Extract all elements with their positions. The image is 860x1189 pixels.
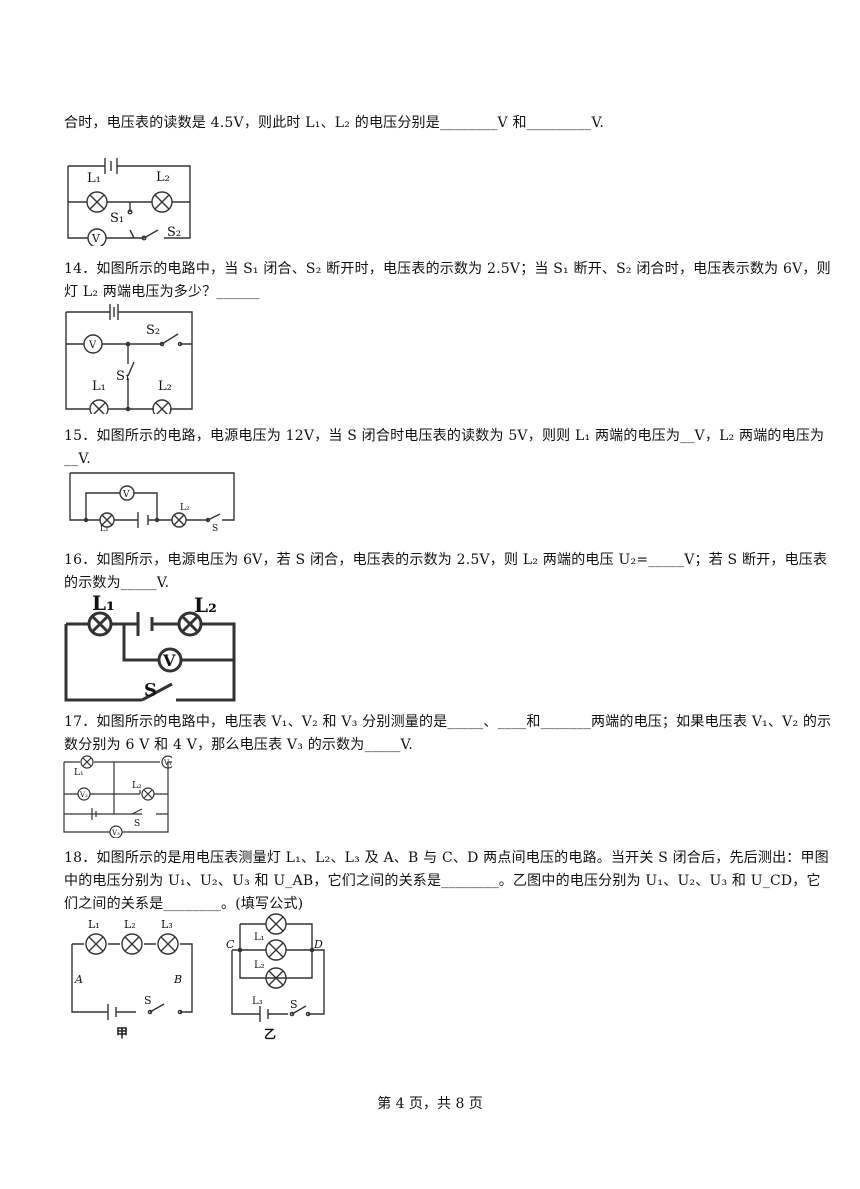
figure-16-circuit: L₁ L₂ V S (64, 591, 236, 702)
fig14-label-s2: S₂ (146, 323, 160, 338)
fig17-label-v2: V₂ (79, 791, 88, 799)
question-18: 18．如图所示的是用电压表测量灯 L₁、L₂、L₃ 及 A、B 与 C、D 两点… (64, 847, 834, 916)
fig14-label-v: V (88, 340, 97, 351)
fig14-label-l1: L₁ (92, 379, 106, 394)
question-15: 15．如图所示的电路，电源电压为 12V，当 S 闭合时电压表的读数为 5V，则… (64, 425, 834, 471)
question-17: 17．如图所示的电路中，电压表 V₁、V₂ 和 V₃ 分别测量的是_____、_… (64, 711, 834, 757)
question-13-tail: 合时，电压表的读数是 4.5V，则此时 L₁、L₂ 的电压分别是________… (64, 112, 834, 135)
figure-18-yi-circuit: C D L₁ L₂ L₃ S 乙 (226, 913, 325, 1041)
fig16-label-l2: L₂ (194, 593, 217, 617)
q17-text: 17．如图所示的电路中，电压表 V₁、V₂ 和 V₃ 分别测量的是_____、_… (64, 714, 832, 753)
fig13-label-s1: S₁ (110, 211, 124, 226)
fig13-label-l2: L₂ (156, 170, 170, 185)
fig13-label-s2: S₂ (167, 225, 181, 240)
fig13-label-l1: L₁ (87, 171, 101, 186)
q15-text: 15．如图所示的电路，电源电压为 12V，当 S 闭合时电压表的读数为 5V，则… (64, 428, 825, 467)
question-16: 16．如图所示，电源电压为 6V，若 S 闭合，电压表的示数为 2.5V，则 L… (64, 549, 834, 595)
figure-13-circuit: L₁ L₂ S₁ S₂ V (67, 158, 191, 246)
figure-14-circuit: V S₂ S₁ L₁ L₂ (65, 304, 193, 414)
fig18b-label-d: D (313, 938, 323, 951)
page-footer: 第 4 页，共 8 页 (377, 1096, 483, 1112)
question-14: 14．如图所示的电路中，当 S₁ 闭合、S₂ 断开时，电压表的示数为 2.5V；… (64, 258, 834, 304)
figure-15-circuit: V L₁ L₂ S (69, 472, 235, 531)
fig16-label-l1: L₁ (92, 591, 115, 615)
fig18b-label-s: S (290, 998, 298, 1011)
fig18b-label-c: C (226, 938, 235, 951)
fig18b-label-l1: L₁ (254, 932, 265, 943)
fig18a-label-s: S (144, 994, 152, 1007)
fig17-label-s: S (134, 819, 140, 829)
q18-text: 18．如图所示的是用电压表测量灯 L₁、L₂、L₃ 及 A、B 与 C、D 两点… (64, 850, 829, 912)
q16-text: 16．如图所示，电源电压为 6V，若 S 闭合，电压表的示数为 2.5V，则 L… (64, 552, 828, 591)
fig15-label-l2: L₂ (180, 503, 190, 513)
figure-17-circuit: V₁ V₂ V₃ L₁ L₂ S (63, 755, 172, 838)
fig13-label-v: V (91, 232, 101, 245)
fig15-label-l1: L₁ (100, 524, 109, 531)
fig17-label-v1: V₁ (163, 759, 172, 767)
fig18a-label-a: A (74, 973, 83, 986)
fig17-label-v3: V₃ (111, 829, 120, 837)
fig14-label-s1: S₁ (116, 369, 130, 384)
fig14-label-l2: L₂ (158, 379, 172, 394)
q13-text: 合时，电压表的读数是 4.5V，则此时 L₁、L₂ 的电压分别是________… (64, 115, 605, 131)
fig18a-label-l3: L₃ (161, 918, 173, 931)
fig15-label-v: V (122, 490, 130, 500)
q14-text: 14．如图所示的电路中，当 S₁ 闭合、S₂ 断开时，电压表的示数为 2.5V；… (64, 261, 831, 300)
figure-18-jia-circuit: L₁ L₂ L₃ A B S 甲 (71, 918, 193, 1040)
fig17-label-l1: L₁ (74, 768, 84, 778)
fig18a-label-b: B (173, 973, 182, 986)
fig18a-caption: 甲 (116, 1026, 128, 1040)
fig16-label-s: S (144, 680, 157, 701)
fig17-label-l2: L₂ (132, 781, 142, 791)
fig18b-caption: 乙 (264, 1027, 276, 1041)
fig16-label-v: V (162, 651, 176, 670)
fig18a-label-l2: L₂ (124, 918, 136, 931)
fig18a-label-l1: L₁ (88, 918, 100, 931)
fig18b-label-l2: L₂ (254, 960, 265, 971)
fig18b-label-l3: L₃ (252, 996, 263, 1007)
fig15-label-s: S (212, 524, 218, 531)
